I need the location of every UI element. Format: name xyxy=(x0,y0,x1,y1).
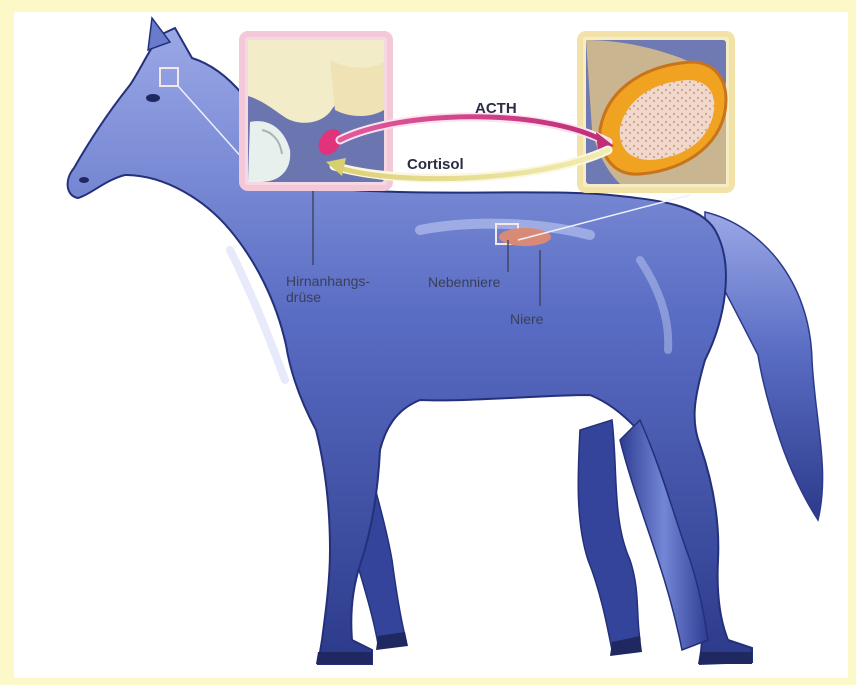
adrenal-label: Nebenniere xyxy=(428,274,500,290)
pituitary-inset xyxy=(242,34,390,188)
kidney-label: Niere xyxy=(510,311,543,327)
adrenal-inset xyxy=(580,34,732,190)
kidney-adrenal-organ xyxy=(499,228,551,246)
cortisol-label: Cortisol xyxy=(407,156,464,173)
pituitary-label: Hirnanhangs- drüse xyxy=(286,273,370,305)
pituitary-label-line1: Hirnanhangs- xyxy=(286,273,370,289)
pituitary-label-line2: drüse xyxy=(286,289,370,305)
acth-label: ACTH xyxy=(475,100,517,117)
